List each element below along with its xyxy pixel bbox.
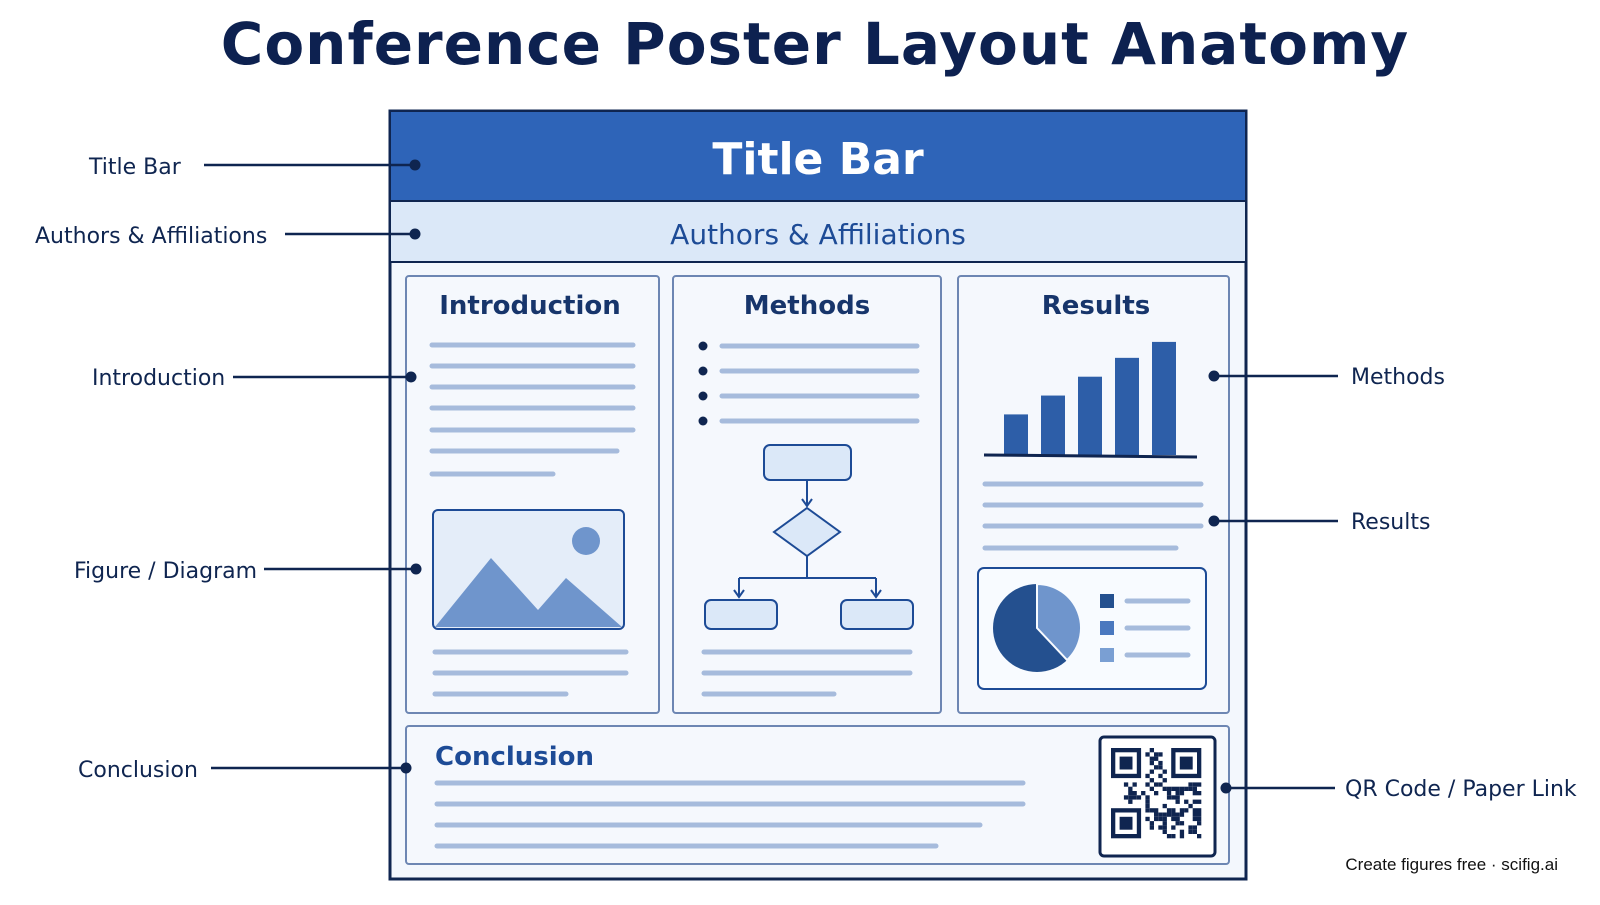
poster-title-bar — [391, 112, 1245, 201]
pie-chart-card — [977, 567, 1207, 690]
svg-text:Methods: Methods — [1351, 365, 1445, 390]
svg-text:Results: Results — [1351, 510, 1430, 535]
svg-text:Introduction: Introduction — [92, 366, 225, 391]
introduction-caption-lines — [432, 649, 629, 697]
qr-code-icon — [1098, 735, 1217, 858]
methods-panel: Methods — [672, 275, 942, 714]
introduction-panel: Introduction — [405, 275, 660, 714]
callout-conclusion: Conclusion — [78, 758, 412, 783]
poster-authors-band — [391, 202, 1245, 261]
footer-credit: Create figures free · scifig.ai — [1345, 855, 1558, 874]
results-bar — [1004, 414, 1028, 455]
conclusion-panel: Conclusion — [405, 725, 1230, 865]
callout-qr: QR Code / Paper Link — [1220, 777, 1577, 802]
results-heading: Results — [1042, 291, 1150, 321]
callout-authors: Authors & Affiliations — [35, 224, 421, 249]
flowchart-icon — [704, 444, 914, 630]
image-placeholder-icon — [432, 509, 625, 630]
conclusion-heading: Conclusion — [435, 742, 594, 772]
conclusion-text-lines — [434, 780, 1026, 849]
results-bar — [1041, 395, 1065, 455]
callout-introduction: Introduction — [92, 366, 417, 391]
pie-slice — [1036, 582, 1082, 662]
callout-figure: Figure / Diagram — [74, 559, 422, 584]
results-text-lines — [982, 481, 1204, 551]
svg-text:Authors & Affiliations: Authors & Affiliations — [35, 224, 267, 249]
results-bar — [1152, 341, 1176, 455]
results-bar — [1115, 357, 1139, 455]
results-panel: Results — [957, 275, 1230, 714]
svg-text:Title Bar: Title Bar — [88, 155, 182, 180]
introduction-text-lines — [429, 342, 636, 477]
callout-title-bar: Title Bar — [88, 155, 421, 180]
callout-results: Results — [1208, 510, 1430, 535]
svg-text:Conclusion: Conclusion — [78, 758, 198, 783]
callout-methods: Methods — [1208, 365, 1445, 390]
introduction-heading: Introduction — [439, 291, 621, 321]
results-bar-chart — [1004, 341, 1176, 455]
poster-title-bar-text: Title Bar — [712, 134, 924, 185]
page-title: Conference Poster Layout Anatomy — [220, 10, 1410, 78]
poster-authors-text: Authors & Affiliations — [670, 218, 966, 251]
methods-caption-lines — [701, 649, 913, 697]
results-bar — [1078, 376, 1102, 455]
svg-text:QR Code / Paper Link: QR Code / Paper Link — [1345, 777, 1577, 802]
methods-heading: Methods — [744, 291, 870, 321]
svg-text:Figure / Diagram: Figure / Diagram — [74, 559, 257, 584]
methods-bullet-list — [698, 341, 920, 426]
